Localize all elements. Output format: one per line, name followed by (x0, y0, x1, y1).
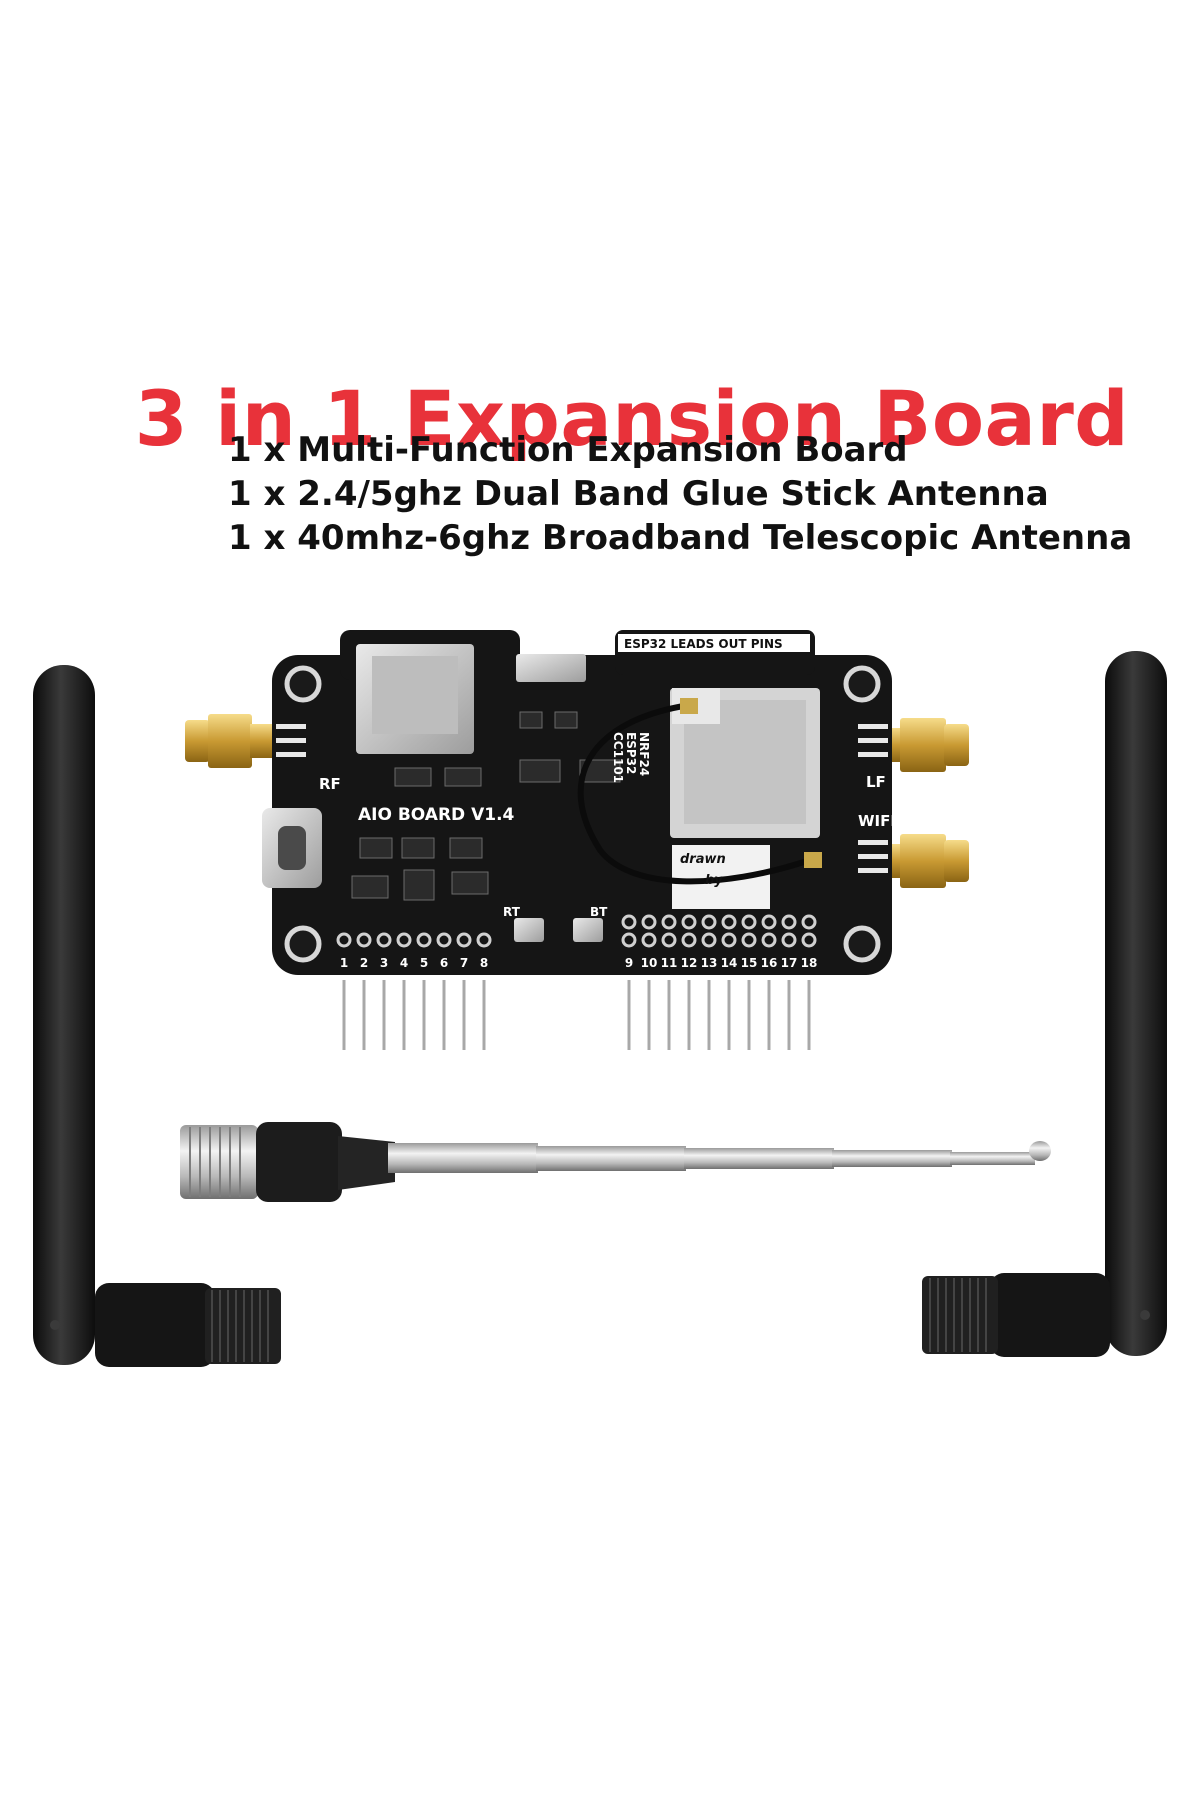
pin-number: 2 (360, 956, 368, 970)
header-label: ESP32 LEADS OUT PINS (624, 637, 783, 651)
by-text: by (705, 873, 723, 888)
expansion-board: RF LF WIFI AIO BOARD V1.4 ESP32 LEADS OU… (262, 630, 896, 975)
pin-number: 18 (801, 956, 818, 970)
module-label-cc1101: CC1101 (611, 732, 625, 783)
pin-number: 17 (781, 956, 798, 970)
power-switch (516, 654, 586, 682)
pin-number: 6 (440, 956, 448, 970)
pin-number: 8 (480, 956, 488, 970)
glue-stick-antenna-right (922, 651, 1167, 1357)
contents-item-telescopic-antenna: 1 x 40mhz-6ghz Broadband Telescopic Ante… (228, 518, 1133, 558)
module-label-nrf24: NRF24 (637, 732, 651, 776)
pin-number: 10 (641, 956, 658, 970)
pin-number: 14 (721, 956, 738, 970)
product-title: 3 in 1 Expansion Board (134, 373, 1130, 463)
telescopic-antenna (180, 1122, 1051, 1202)
contents-item-glue-stick-antenna: 1 x 2.4/5ghz Dual Band Glue Stick Antenn… (228, 474, 1049, 514)
wifi-label: WIFI (858, 812, 896, 830)
pin-number: 1 (340, 956, 348, 970)
board-name: AIO BOARD V1.4 (358, 805, 515, 825)
drawn-text: drawn (680, 852, 726, 867)
lf-label: LF (866, 773, 886, 791)
pin-number: 5 (420, 956, 428, 970)
pin-number: 11 (661, 956, 678, 970)
pin-number: 7 (460, 956, 468, 970)
rf-label: RF (319, 775, 341, 793)
pin-number: 13 (701, 956, 718, 970)
button-label-bt: BT (590, 905, 608, 919)
pin-number: 16 (761, 956, 778, 970)
pin-number: 15 (741, 956, 758, 970)
glue-stick-antenna-left (33, 665, 281, 1367)
pin-number: 9 (625, 956, 633, 970)
pin-number: 12 (681, 956, 698, 970)
button-label-rt: RT (503, 905, 521, 919)
button-rt (514, 918, 544, 942)
mounting-holes (284, 665, 881, 963)
button-bt (573, 918, 603, 942)
header-pins (342, 980, 811, 1050)
pin-number: 4 (400, 956, 408, 970)
package-contents-list: 1 x Multi-Function Expansion Board 1 x 2… (228, 428, 1132, 560)
contents-item-board: 1 x Multi-Function Expansion Board (228, 430, 908, 470)
sma-connector-rf (185, 714, 276, 768)
pin-number: 3 (380, 956, 388, 970)
module-label-esp32: ESP32 (624, 732, 638, 774)
